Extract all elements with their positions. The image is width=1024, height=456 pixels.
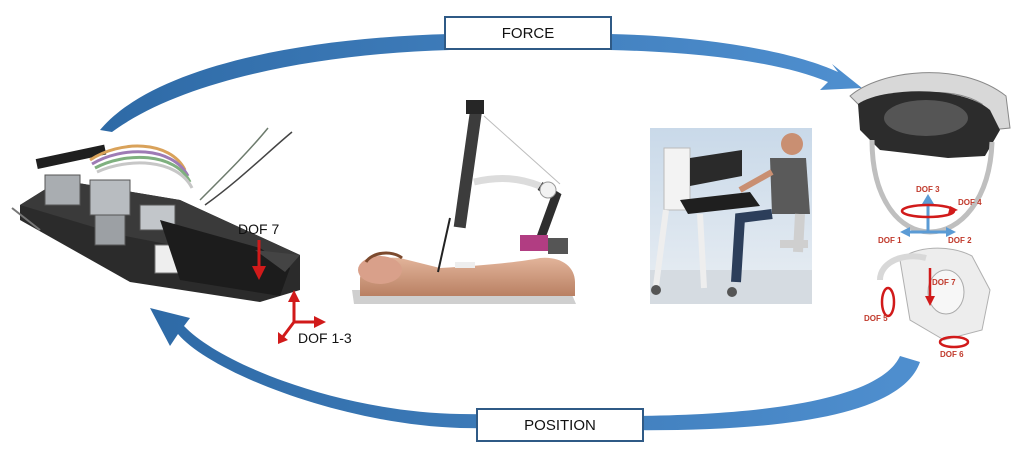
master-dof-1-label: DOF 1 <box>878 236 902 245</box>
master-dof-2-label: DOF 2 <box>948 236 972 245</box>
master-dof-7-label: DOF 7 <box>932 278 956 287</box>
surgical-robot-patient-image <box>350 100 580 310</box>
master-dof-3-label: DOF 3 <box>916 185 940 194</box>
master-dof-6-label: DOF 6 <box>940 350 964 359</box>
position-label: POSITION <box>476 408 644 442</box>
dof-7-label: DOF 7 <box>238 221 279 237</box>
master-dof-4-label: DOF 4 <box>958 198 982 207</box>
master-dof-5-label: DOF 5 <box>864 314 888 323</box>
surgeon-console-image <box>650 128 812 304</box>
force-label: FORCE <box>444 16 612 50</box>
dof-1-3-label: DOF 1-3 <box>298 330 352 346</box>
surgical-instrument-image <box>12 128 300 302</box>
